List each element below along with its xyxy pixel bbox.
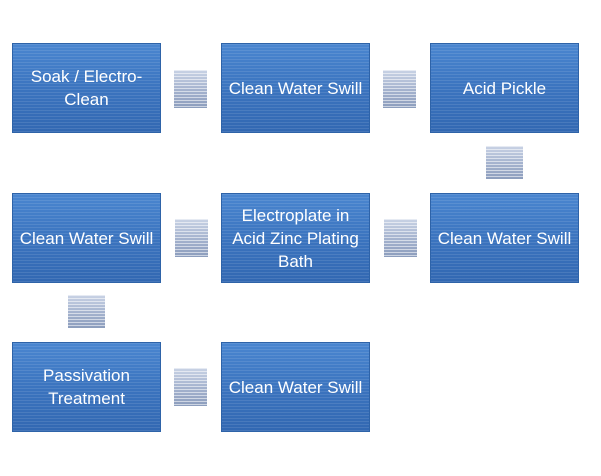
step-label: Clean Water Swill [228, 78, 363, 98]
process-step-clean-water-swill-2: Clean Water Swill [430, 193, 579, 283]
step-label: Clean Water Swill [437, 228, 572, 248]
connector-arrow [383, 70, 416, 108]
process-step-electroplate: Electroplate in Acid Zinc Plating Bath [221, 193, 370, 283]
step-label: Passivation Treatment [43, 366, 130, 408]
connector-arrow [174, 70, 207, 108]
process-step-clean-water-swill-4: Clean Water Swill [221, 342, 370, 432]
connector-arrow [175, 219, 208, 257]
connector-arrow [68, 295, 105, 328]
process-step-clean-water-swill-1: Clean Water Swill [221, 43, 370, 133]
connector-arrow [384, 219, 417, 257]
step-label: Electroplate in Acid Zinc Plating Bath [232, 205, 359, 271]
step-label: Clean Water Swill [228, 377, 363, 397]
step-label: Clean Water Swill [19, 228, 154, 248]
process-step-clean-water-swill-3: Clean Water Swill [12, 193, 161, 283]
process-step-passivation: Passivation Treatment [12, 342, 161, 432]
connector-arrow [174, 368, 207, 406]
step-label: Soak / Electro-Clean [30, 67, 143, 109]
process-step-soak-electro-clean: Soak / Electro-Clean [12, 43, 161, 133]
process-step-acid-pickle: Acid Pickle [430, 43, 579, 133]
connector-arrow [486, 146, 523, 179]
step-label: Acid Pickle [462, 78, 547, 98]
